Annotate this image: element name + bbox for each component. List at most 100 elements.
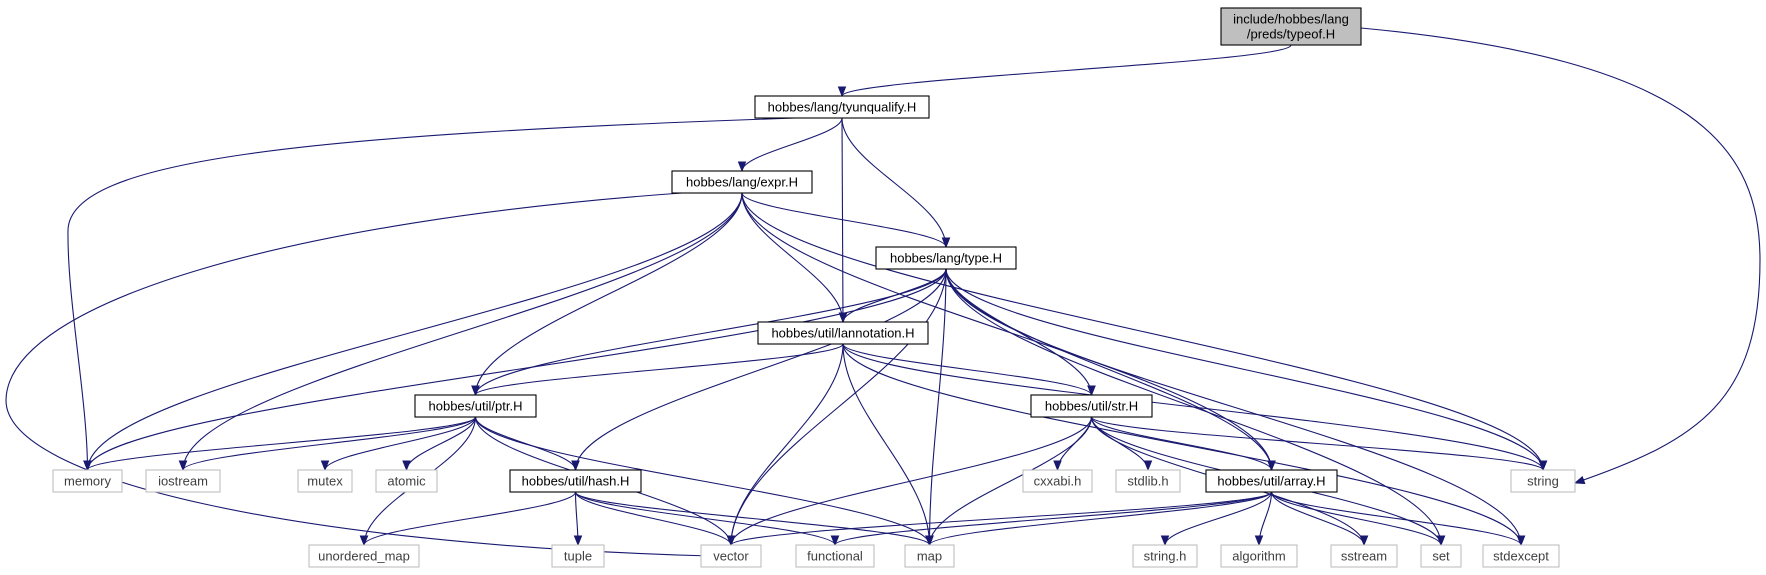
node-box xyxy=(754,95,930,119)
node-stdlib: stdlib.h xyxy=(1115,469,1181,493)
edge-str-to-cxxabi xyxy=(1058,416,1093,470)
edge-ptr-to-iostream xyxy=(183,416,477,470)
node-box xyxy=(414,394,537,418)
node-unordered-map: unordered_map xyxy=(308,544,420,568)
node-vector: vector xyxy=(700,544,762,568)
edge-hash-to-tuple xyxy=(576,491,579,545)
edge-array-to-string_h xyxy=(1165,491,1273,545)
edge-ptr-to-memory xyxy=(88,416,477,470)
node-type[interactable]: hobbes/lang/type.H xyxy=(875,246,1017,270)
node-label: /preds/typeof.H xyxy=(1247,27,1335,42)
dependency-nodes: include/hobbes/lang/preds/typeof.H hobbes… xyxy=(52,7,1576,568)
edge-typeof-to-string xyxy=(1360,27,1761,483)
edge-type-to-map xyxy=(930,268,947,545)
node-label: hobbes/lang/tyunqualify.H xyxy=(768,100,917,115)
node-hash[interactable]: hobbes/util/hash.H xyxy=(509,469,642,493)
node-label: string.h xyxy=(1144,549,1187,564)
edge-ptr-to-atomic xyxy=(407,416,477,470)
edge-type-to-ptr xyxy=(476,268,947,395)
node-label: atomic xyxy=(387,474,426,489)
edge-lannotation-to-string xyxy=(842,343,1543,470)
node-box xyxy=(145,469,221,493)
node-box xyxy=(700,544,762,568)
edge-type-to-vector xyxy=(731,268,947,545)
node-box xyxy=(757,321,929,345)
edge-hash-to-vector xyxy=(574,491,732,545)
edge-tyunqualify-to-type xyxy=(841,117,946,247)
node-box xyxy=(1022,469,1093,493)
node-label: hobbes/util/str.H xyxy=(1045,399,1138,414)
node-expr[interactable]: hobbes/lang/expr.H xyxy=(671,170,813,194)
node-label: hobbes/util/hash.H xyxy=(522,474,630,489)
edge-array-to-map xyxy=(930,491,1273,545)
node-box xyxy=(1330,544,1398,568)
edge-expr-to-lannotation xyxy=(741,192,843,322)
edge-lannotation-to-stdexcept xyxy=(842,343,1521,545)
node-box xyxy=(1220,7,1362,46)
node-tyunqualify[interactable]: hobbes/lang/tyunqualify.H xyxy=(754,95,930,119)
node-set: set xyxy=(1420,544,1462,568)
edge-typeof-to-tyunqualify xyxy=(842,44,1292,96)
node-label: unordered_map xyxy=(318,549,410,564)
edge-expr-to-memory xyxy=(88,192,743,470)
edge-hash-to-map xyxy=(574,491,930,545)
node-lannotation[interactable]: hobbes/util/lannotation.H xyxy=(757,321,929,345)
edge-ptr-to-map xyxy=(474,416,930,545)
node-label: string xyxy=(1527,474,1559,489)
node-box xyxy=(551,544,605,568)
node-box xyxy=(795,544,875,568)
node-str[interactable]: hobbes/util/str.H xyxy=(1030,394,1153,418)
edge-array-to-algorithm xyxy=(1259,491,1273,545)
node-label: vector xyxy=(713,549,749,564)
node-box xyxy=(671,170,813,194)
edge-lannotation-to-ptr xyxy=(476,343,844,395)
node-ptr[interactable]: hobbes/util/ptr.H xyxy=(414,394,537,418)
node-string: string xyxy=(1510,469,1576,493)
node-map: map xyxy=(904,544,955,568)
edge-expr-to-string xyxy=(741,192,1543,470)
node-box xyxy=(904,544,955,568)
node-label: hobbes/util/array.H xyxy=(1217,474,1325,489)
edge-array-to-stdexcept xyxy=(1270,491,1522,545)
edge-lannotation-to-map xyxy=(842,343,930,545)
edge-tyunqualify-to-memory xyxy=(67,117,796,470)
node-box xyxy=(1420,544,1462,568)
node-string-h: string.h xyxy=(1132,544,1198,568)
node-box xyxy=(1205,469,1338,493)
node-box xyxy=(297,469,353,493)
node-functional: functional xyxy=(795,544,875,568)
edge-expr-to-ptr xyxy=(476,192,743,395)
edge-type-to-stdexcept xyxy=(945,268,1521,545)
edge-str-to-vector xyxy=(731,416,1093,545)
node-stdexcept: stdexcept xyxy=(1482,544,1560,568)
node-typeof[interactable]: include/hobbes/lang/preds/typeof.H xyxy=(1220,7,1362,46)
node-label: map xyxy=(917,549,942,564)
node-box xyxy=(52,469,123,493)
edge-array-to-set xyxy=(1270,491,1442,545)
node-label: stdexcept xyxy=(1493,549,1549,564)
node-label: tuple xyxy=(564,549,592,564)
edge-str-to-array xyxy=(1090,416,1272,470)
node-algorithm: algorithm xyxy=(1220,544,1298,568)
node-label: functional xyxy=(807,549,863,564)
node-label: hobbes/util/lannotation.H xyxy=(771,326,914,341)
edge-expr-to-iostream xyxy=(183,192,743,470)
node-atomic: atomic xyxy=(375,469,438,493)
node-label: iostream xyxy=(158,474,208,489)
edge-hash-to-functional xyxy=(574,491,836,545)
edge-lannotation-to-vector xyxy=(731,343,844,545)
node-label: mutex xyxy=(307,474,343,489)
node-array[interactable]: hobbes/util/array.H xyxy=(1205,469,1338,493)
edge-tyunqualify-to-expr xyxy=(742,117,843,171)
node-label: set xyxy=(1432,549,1450,564)
edge-type-to-hash xyxy=(576,268,947,470)
node-iostream: iostream xyxy=(145,469,221,493)
edge-expr-to-vector xyxy=(5,192,711,556)
edge-expr-to-array xyxy=(741,192,1272,470)
node-box xyxy=(375,469,438,493)
edge-hash-to-unordered_map xyxy=(364,491,577,545)
node-box xyxy=(1115,469,1181,493)
edge-ptr-to-mutex xyxy=(325,416,477,470)
node-memory: memory xyxy=(52,469,123,493)
edge-lannotation-to-str xyxy=(842,343,1092,395)
